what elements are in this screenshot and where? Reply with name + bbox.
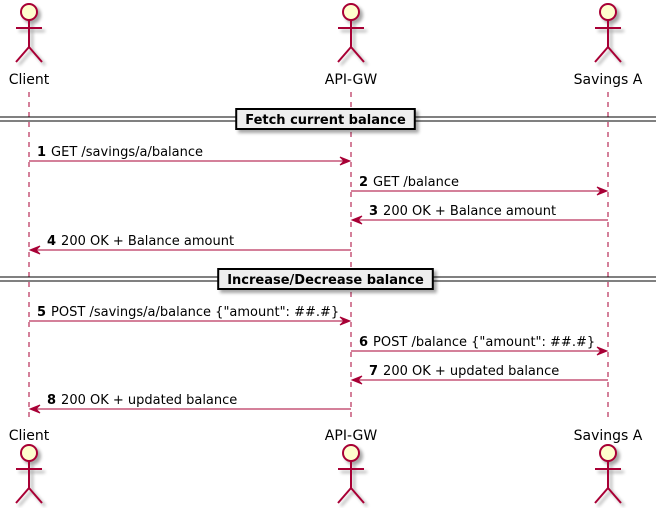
arrowhead (350, 375, 363, 385)
arrowhead (339, 316, 352, 326)
divider-box (235, 108, 416, 130)
arrowhead (596, 346, 609, 356)
actor-apigw: API-GW (325, 428, 378, 504)
message-label: POST /savings/a/balance {"amount": ##.#} (51, 305, 339, 320)
message-number: 7 (369, 364, 378, 379)
divider-box (217, 268, 434, 290)
message-label: GET /balance (373, 175, 459, 190)
actor-name: Client (9, 72, 50, 88)
arrowhead (350, 215, 363, 225)
message-text: 3 200 OK + Balance amount (369, 204, 556, 219)
actor-apigw: API-GW (325, 3, 378, 88)
message-text: 6 POST /balance {"amount": ##.#} (359, 335, 595, 350)
message-text: 7 200 OK + updated balance (369, 364, 559, 379)
divider-label: Increase/Decrease balance (227, 273, 424, 288)
actor-name: API-GW (325, 428, 378, 444)
message-arrow: 4 200 OK + Balance amount (28, 234, 351, 255)
message-arrow: 5 POST /savings/a/balance {"amount": ##.#… (29, 305, 352, 326)
arrowhead (28, 404, 41, 414)
message-arrow: 3 200 OK + Balance amount (350, 204, 608, 225)
message-number: 6 (359, 335, 368, 350)
message-arrow: 2 GET /balance (351, 175, 609, 196)
arrowhead (28, 245, 41, 255)
divider: Increase/Decrease balance (0, 268, 656, 290)
arrowhead (339, 156, 352, 166)
actor-client: Client (9, 428, 50, 504)
message-label: 200 OK + Balance amount (383, 204, 556, 219)
actor-stick-figure-icon (337, 444, 365, 504)
message-text: 4 200 OK + Balance amount (47, 234, 234, 249)
message-arrow: 8 200 OK + updated balance (28, 393, 351, 414)
arrowhead (596, 186, 609, 196)
actor-stick-figure-icon (594, 3, 622, 63)
actor-stick-figure-icon (594, 444, 622, 504)
message-text: 2 GET /balance (359, 175, 459, 190)
message-text: 8 200 OK + updated balance (47, 393, 237, 408)
message-arrow: 1 GET /savings/a/balance (29, 145, 352, 166)
message-label: 200 OK + updated balance (61, 393, 237, 408)
message-number: 1 (37, 145, 46, 160)
message-arrow: 6 POST /balance {"amount": ##.#} (351, 335, 609, 356)
message-number: 8 (47, 393, 56, 408)
actor-client: Client (9, 3, 50, 88)
actor-stick-figure-icon (15, 3, 43, 63)
divider: Fetch current balance (0, 108, 656, 130)
message-number: 4 (47, 234, 56, 249)
message-label: POST /balance {"amount": ##.#} (373, 335, 595, 350)
message-label: GET /savings/a/balance (51, 145, 203, 160)
message-label: 200 OK + Balance amount (61, 234, 234, 249)
message-text: 1 GET /savings/a/balance (37, 145, 203, 160)
message-text: 5 POST /savings/a/balance {"amount": ##.#… (37, 305, 339, 320)
message-number: 2 (359, 175, 368, 190)
message-label: 200 OK + updated balance (383, 364, 559, 379)
actor-savings: Savings A (574, 428, 643, 504)
actor-name: API-GW (325, 72, 378, 88)
message-number: 3 (369, 204, 378, 219)
actor-stick-figure-icon (337, 3, 365, 63)
divider-label: Fetch current balance (245, 113, 406, 128)
actor-name: Client (9, 428, 50, 444)
message-number: 5 (37, 305, 46, 320)
actor-stick-figure-icon (15, 444, 43, 504)
message-arrow: 7 200 OK + updated balance (350, 364, 608, 385)
actor-name: Savings A (574, 72, 643, 88)
actor-name: Savings A (574, 428, 643, 444)
actor-savings: Savings A (574, 3, 643, 88)
